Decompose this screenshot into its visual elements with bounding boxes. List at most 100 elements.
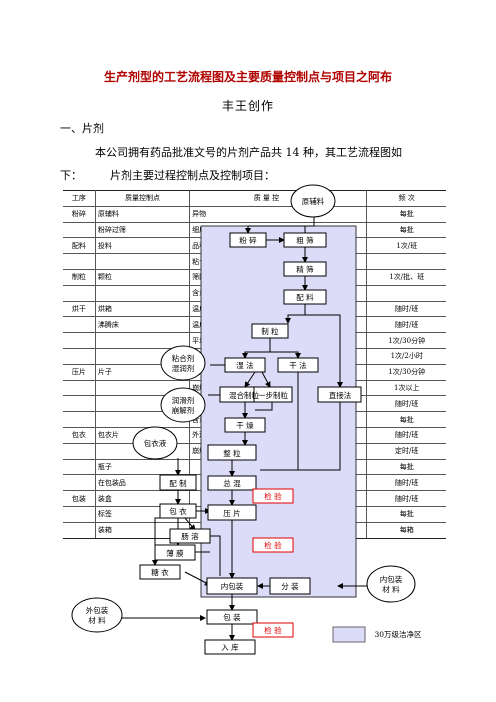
row-procedure: [63, 332, 96, 349]
lubricant-node: [160, 387, 206, 423]
sugar-coat-node: [139, 564, 181, 580]
row-frequency: 每批: [366, 411, 446, 428]
row-control-point: [95, 285, 191, 302]
row-frequency: 随时/班: [366, 490, 446, 507]
row-control-point: [95, 332, 191, 349]
row-frequency: 随时/班: [366, 474, 446, 492]
row-frequency: 随时/班: [366, 301, 446, 318]
row-frequency: 1次/30分钟: [366, 332, 446, 349]
inspect-box-1: [252, 488, 294, 504]
split-pack-node: [269, 577, 311, 595]
fine-sieve-label: 精 筛: [296, 264, 314, 274]
sizing-label: 整 粒: [223, 448, 241, 458]
row-procedure: 粉碎: [63, 206, 96, 223]
clean-zone-area: [200, 225, 357, 598]
inspect-label-2: 检 验: [264, 540, 282, 550]
prepare-label: 配 制: [169, 478, 186, 488]
dry-method-node: [277, 357, 319, 373]
film-label: 薄 膜: [166, 548, 184, 558]
total-mix-label: 总 混: [223, 478, 241, 488]
tablet-press-label: 压 片: [223, 508, 240, 518]
enteric-label: 肠 溶: [181, 531, 199, 541]
row-procedure: 压片: [63, 364, 96, 381]
inspect-label-3: 检 验: [264, 625, 282, 635]
row-control-point: 沸腾床: [95, 316, 191, 334]
coarse-sieve-label: 粗 筛: [296, 235, 314, 245]
pack-label: 包 装: [223, 612, 241, 622]
total-mix-node: [207, 475, 257, 491]
row-control-point: 颗粒: [95, 269, 191, 286]
coarse-sieve-node: [283, 232, 327, 248]
row-control-point: 瓶子: [95, 459, 191, 476]
outer-material-label-1: 外包装: [86, 605, 109, 615]
inspect-box-3: [252, 622, 294, 638]
row-frequency: 1次/班: [366, 237, 446, 255]
row-blank: [342, 206, 368, 223]
row-frequency: 每批: [366, 459, 446, 476]
storage-node: [204, 639, 256, 655]
document-title: 生产剂型的工艺流程图及主要质量控制点与项目之阿布: [103, 70, 392, 84]
row-procedure: [63, 474, 96, 492]
outer-material-label-2: 材 料: [88, 615, 106, 625]
dry-method-label: 干 法: [289, 360, 307, 370]
raw-material-node: [290, 184, 336, 218]
film-node: [154, 544, 196, 561]
row-control-point: 烘箱: [95, 301, 191, 318]
row-procedure: [63, 506, 96, 523]
row-procedure: 配料: [63, 237, 96, 255]
row-frequency: 定时/班: [366, 443, 446, 460]
row-procedure: 包衣: [63, 427, 96, 444]
coating-node: [159, 503, 197, 519]
fine-sieve-node: [283, 261, 327, 277]
tablet-press-node: [207, 504, 257, 521]
row-procedure: [63, 316, 96, 334]
row-procedure: [63, 459, 96, 476]
drying-label: 干 燥: [236, 421, 254, 430]
row-frequency: 每批: [366, 506, 446, 523]
row-control-point: 原辅料: [95, 206, 191, 223]
inner-pack-label: 内包装: [221, 581, 244, 591]
direct-press-label: 直接法: [329, 390, 352, 400]
prepare-node: [159, 474, 197, 491]
row-procedure: [63, 395, 96, 413]
split-pack-label: 分 装: [281, 581, 299, 591]
coating-label: 包 衣: [169, 506, 187, 516]
drying-node: [224, 417, 266, 433]
lubricant-label-2: 崩解剂: [172, 405, 195, 415]
paragraph-line-1: 本公司拥有药品批准文号的片剂产品共 14 种，其工艺流程图如: [95, 146, 402, 159]
row-frequency: 每批: [366, 222, 446, 239]
row-procedure: 包装: [63, 490, 96, 507]
row-procedure: 烘干: [63, 301, 96, 318]
wet-method-label: 湿 法: [236, 360, 254, 370]
row-control-point: [95, 253, 191, 270]
inner-pack-node: [206, 577, 258, 595]
row-procedure: [63, 443, 96, 460]
one-step-granulation-node: [253, 386, 293, 403]
header-control-point: 质量控制点: [95, 190, 191, 207]
header-blank: [342, 190, 368, 207]
row-control-point: 粉碎过筛: [95, 222, 191, 239]
inspect-label-1: 检 验: [264, 491, 282, 501]
row-frequency: 1次/30分钟: [366, 364, 446, 381]
mixed-granulation-label: 混合制粒: [229, 390, 259, 400]
row-procedure: [63, 253, 96, 270]
row-frequency: 随时/班: [366, 395, 446, 413]
row-frequency: 1次以上: [366, 380, 446, 397]
row-procedure: [63, 380, 96, 397]
raw-material-label: 原辅料: [302, 196, 325, 206]
crush-label: 粉 碎: [239, 235, 257, 245]
batching-label: 配 料: [296, 292, 314, 302]
row-procedure: [63, 222, 96, 239]
binder-node: [160, 345, 206, 381]
row-procedure: [63, 348, 96, 365]
batching-node: [283, 289, 327, 305]
binder-label-1: 粘合剂: [172, 353, 195, 363]
outer-pack-material-node: [71, 597, 123, 633]
storage-label: 入 库: [221, 642, 239, 652]
row-frequency: 随时/班: [366, 316, 446, 334]
pack-node: [206, 609, 258, 625]
sizing-node: [207, 444, 257, 461]
row-control-point: 装盒: [95, 490, 191, 507]
crush-node: [229, 232, 267, 248]
granulation-label: 制 粒: [261, 326, 279, 336]
